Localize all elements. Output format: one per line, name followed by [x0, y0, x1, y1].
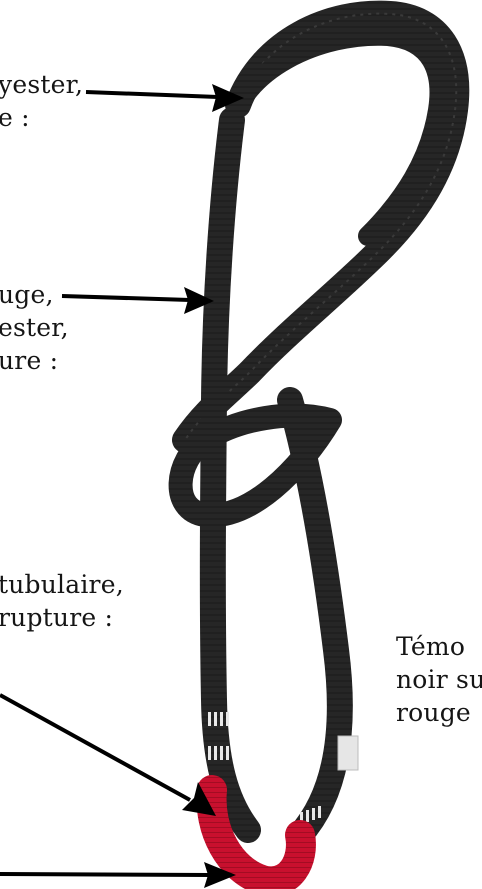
annotation-label-4: Témo noir su rouge [396, 630, 482, 729]
annotation-label-4-line-2: noir su [396, 663, 482, 696]
annotation-label-3: tubulaire, rupture : [0, 568, 124, 634]
annotation-label-1-line-2: e : [0, 101, 83, 134]
annotation-label-2: uge, ester, ure : [0, 278, 69, 377]
annotation-label-4-line-1: Témo [396, 630, 482, 663]
sling-tag [338, 736, 358, 770]
arrow-right-icon [0, 862, 236, 888]
arrow-right-icon [62, 287, 214, 314]
annotation-label-1-line-1: yester, [0, 68, 83, 101]
annotation-label-3-line-1: tubulaire, [0, 568, 124, 601]
annotation-label-2-line-3: ure : [0, 344, 69, 377]
annotation-label-4-line-3: rouge [396, 696, 482, 729]
sling-left-strand [213, 120, 248, 830]
sling-right-strand [290, 400, 340, 835]
annotation-label-1: yester, e : [0, 68, 83, 134]
annotation-label-2-line-2: ester, [0, 311, 69, 344]
annotation-label-3-line-2: rupture : [0, 601, 124, 634]
annotation-label-2-line-1: uge, [0, 278, 69, 311]
arrow-right-icon [86, 84, 244, 112]
arrow-down-right-icon [0, 695, 216, 816]
